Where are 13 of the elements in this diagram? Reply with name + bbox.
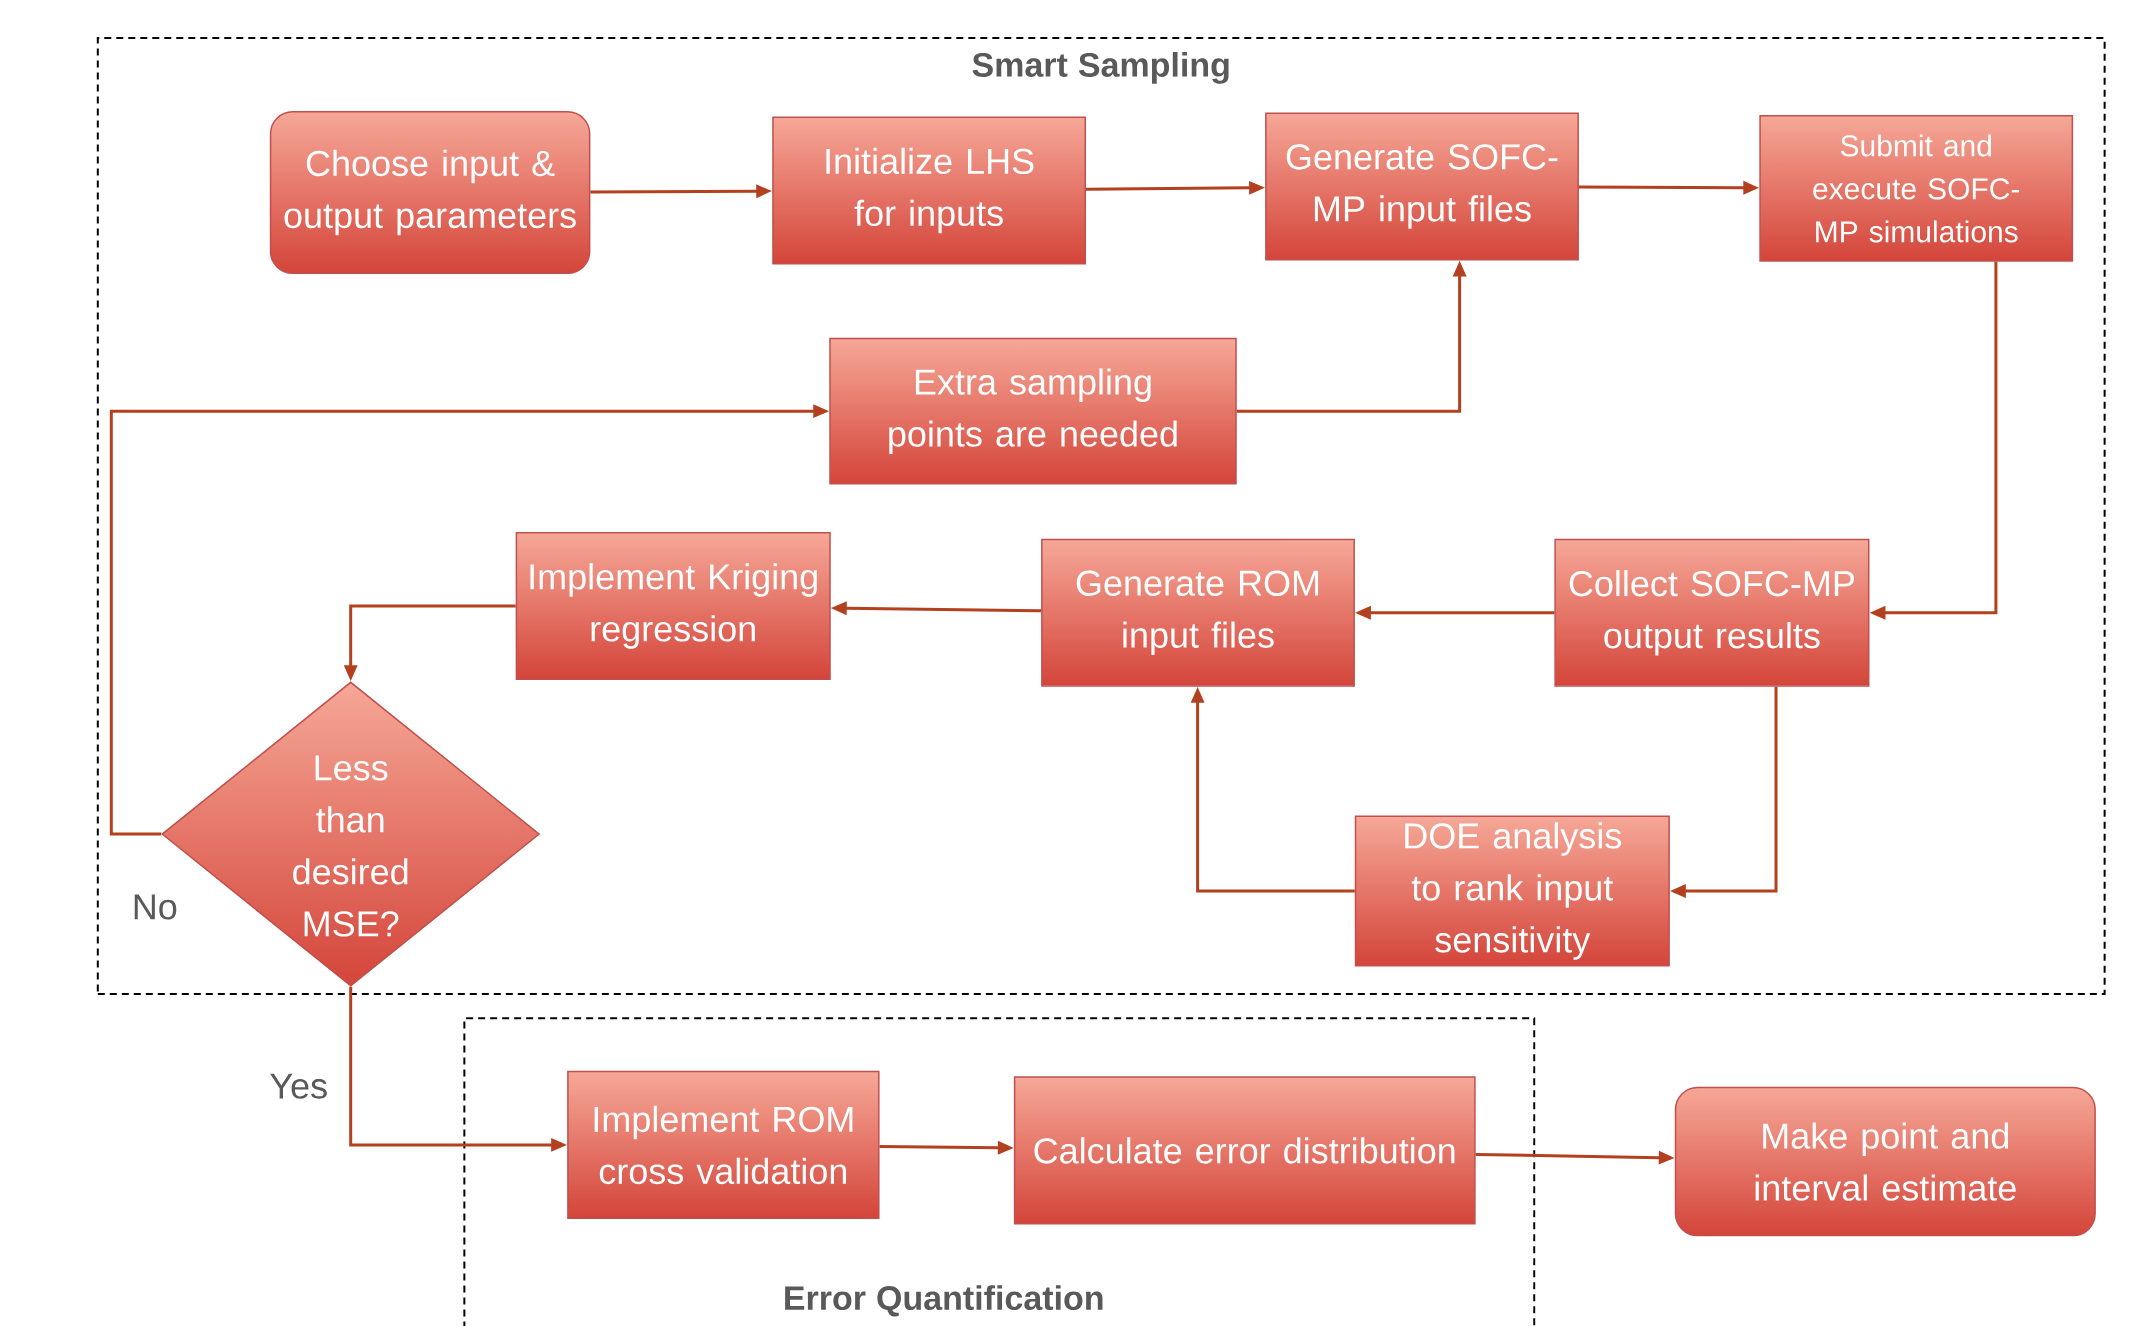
process-box: Submit and execute SOFC-MP simulations — [1759, 115, 2074, 262]
process-box: Implement Kriging regression — [515, 531, 831, 680]
process-box: Extra sampling points are needed — [829, 337, 1237, 485]
process-box: Collect SOFC-MP output results — [1554, 538, 1870, 687]
process-box: Initialize LHS for inputs — [772, 116, 1086, 265]
process-box: Generate ROM input files — [1041, 538, 1355, 687]
process-box: DOE analysis to rank input sensitivity — [1354, 815, 1670, 967]
process-box: Calculate error distribution — [1013, 1076, 1476, 1225]
process-box: Choose input & output parameters — [269, 111, 591, 275]
process-box: Make point and interval estimate — [1674, 1086, 2096, 1237]
process-box: Generate SOFC-MP input files — [1265, 112, 1579, 261]
process-box: Implement ROM cross validation — [567, 1070, 880, 1219]
edge-label: Yes — [267, 1071, 331, 1101]
